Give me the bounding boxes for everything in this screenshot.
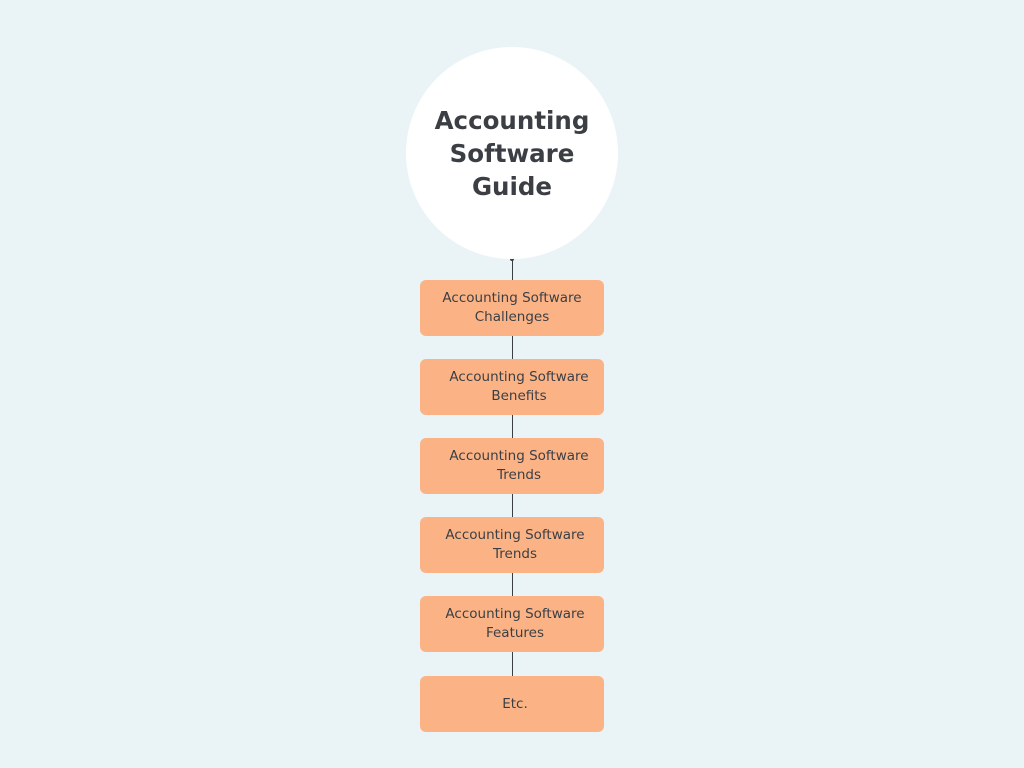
node-benefits: Accounting Software Benefits [420,359,604,415]
node-label: Etc. [502,695,528,712]
node-label: Accounting Software Benefits [449,369,589,404]
node-features: Accounting Software Features [420,596,604,652]
title-circle: Accounting Software Guide [406,47,618,259]
node-label: Accounting Software Trends [445,527,585,562]
node-etc: Etc. [420,676,604,732]
node-label: Accounting Software Features [445,606,585,641]
node-challenges: Accounting Software Challenges [420,280,604,336]
node-trends: Accounting Software Trends [420,438,604,494]
node-label: Accounting Software Challenges [442,290,582,325]
node-label: Accounting Software Trends [449,448,589,483]
connector-dot [510,257,514,261]
node-trends-duplicate: Accounting Software Trends [420,517,604,573]
diagram-title: Accounting Software Guide [434,105,590,201]
